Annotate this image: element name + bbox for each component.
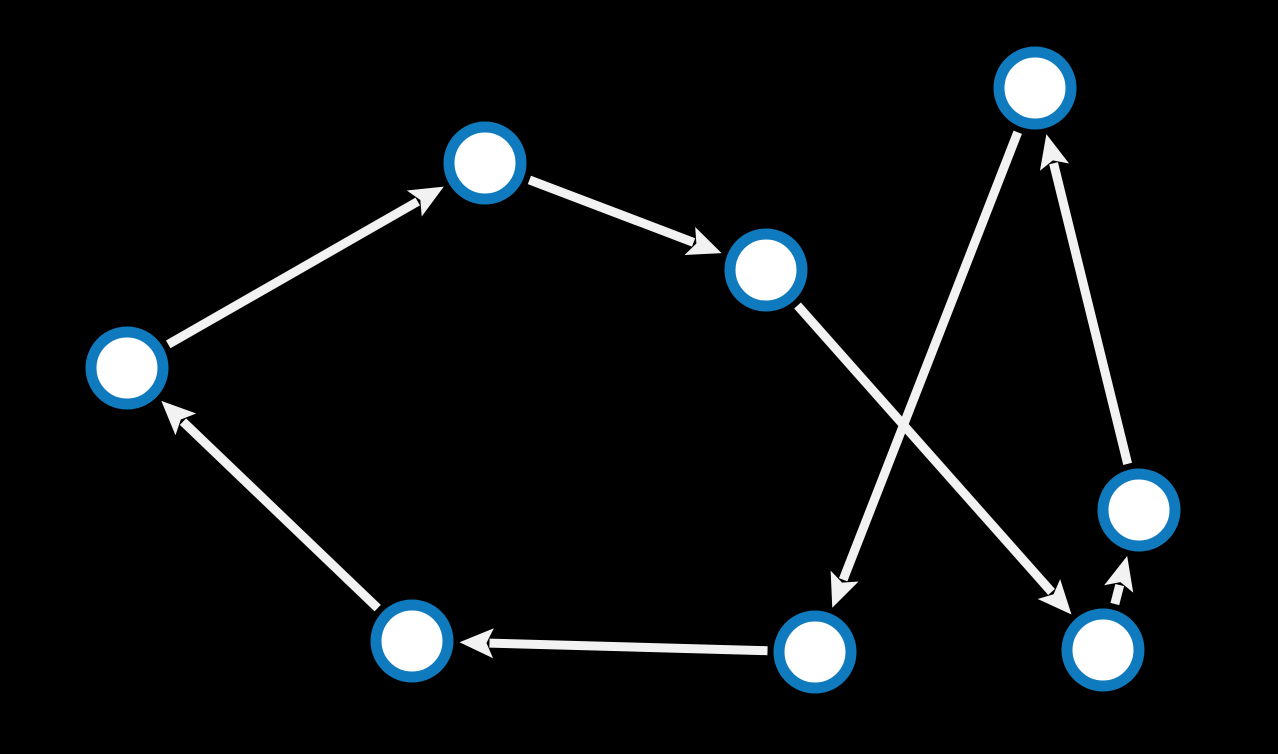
edge-line [527, 175, 696, 247]
edge-line [489, 638, 768, 656]
graph-node[interactable] [1097, 468, 1181, 552]
edge-arrowhead-icon [684, 226, 722, 256]
edge-layer [161, 130, 1134, 659]
edge-line [1110, 583, 1125, 606]
graph-node[interactable] [85, 326, 169, 410]
edge-arrowhead-icon [1037, 579, 1072, 615]
node-circle [993, 46, 1077, 130]
graph-node[interactable] [370, 599, 454, 683]
edge-line [838, 130, 1022, 582]
graph-node[interactable] [773, 610, 857, 694]
graph-edge[interactable] [459, 628, 768, 659]
graph-edge[interactable] [830, 130, 1022, 608]
graph-edge[interactable] [165, 186, 444, 349]
edge-arrowhead-icon [161, 400, 197, 436]
graph-edge[interactable] [527, 175, 722, 256]
edge-line [165, 197, 420, 349]
node-circle [370, 599, 454, 683]
node-circle [724, 228, 808, 312]
edge-arrowhead-icon [830, 570, 859, 608]
graph-node[interactable] [1061, 608, 1145, 692]
edge-arrowhead-icon [1039, 134, 1070, 171]
graph-node[interactable] [443, 121, 527, 205]
node-circle [773, 610, 857, 694]
graph-node[interactable] [724, 228, 808, 312]
node-circle [443, 121, 527, 205]
graph-edge[interactable] [161, 400, 381, 612]
edge-arrowhead-icon [406, 186, 444, 217]
node-circle [85, 326, 169, 410]
graph-edge[interactable] [1039, 134, 1133, 465]
edge-line [1049, 162, 1133, 465]
edge-line [179, 418, 381, 612]
node-circle [1061, 608, 1145, 692]
edge-arrowhead-icon [1104, 556, 1134, 593]
edge-line [794, 302, 1055, 596]
edge-arrowhead-icon [459, 628, 494, 659]
graph-edge[interactable] [794, 302, 1072, 615]
graph-node[interactable] [993, 46, 1077, 130]
node-layer [85, 46, 1181, 694]
graph-edge[interactable] [1104, 556, 1134, 606]
node-circle [1097, 468, 1181, 552]
